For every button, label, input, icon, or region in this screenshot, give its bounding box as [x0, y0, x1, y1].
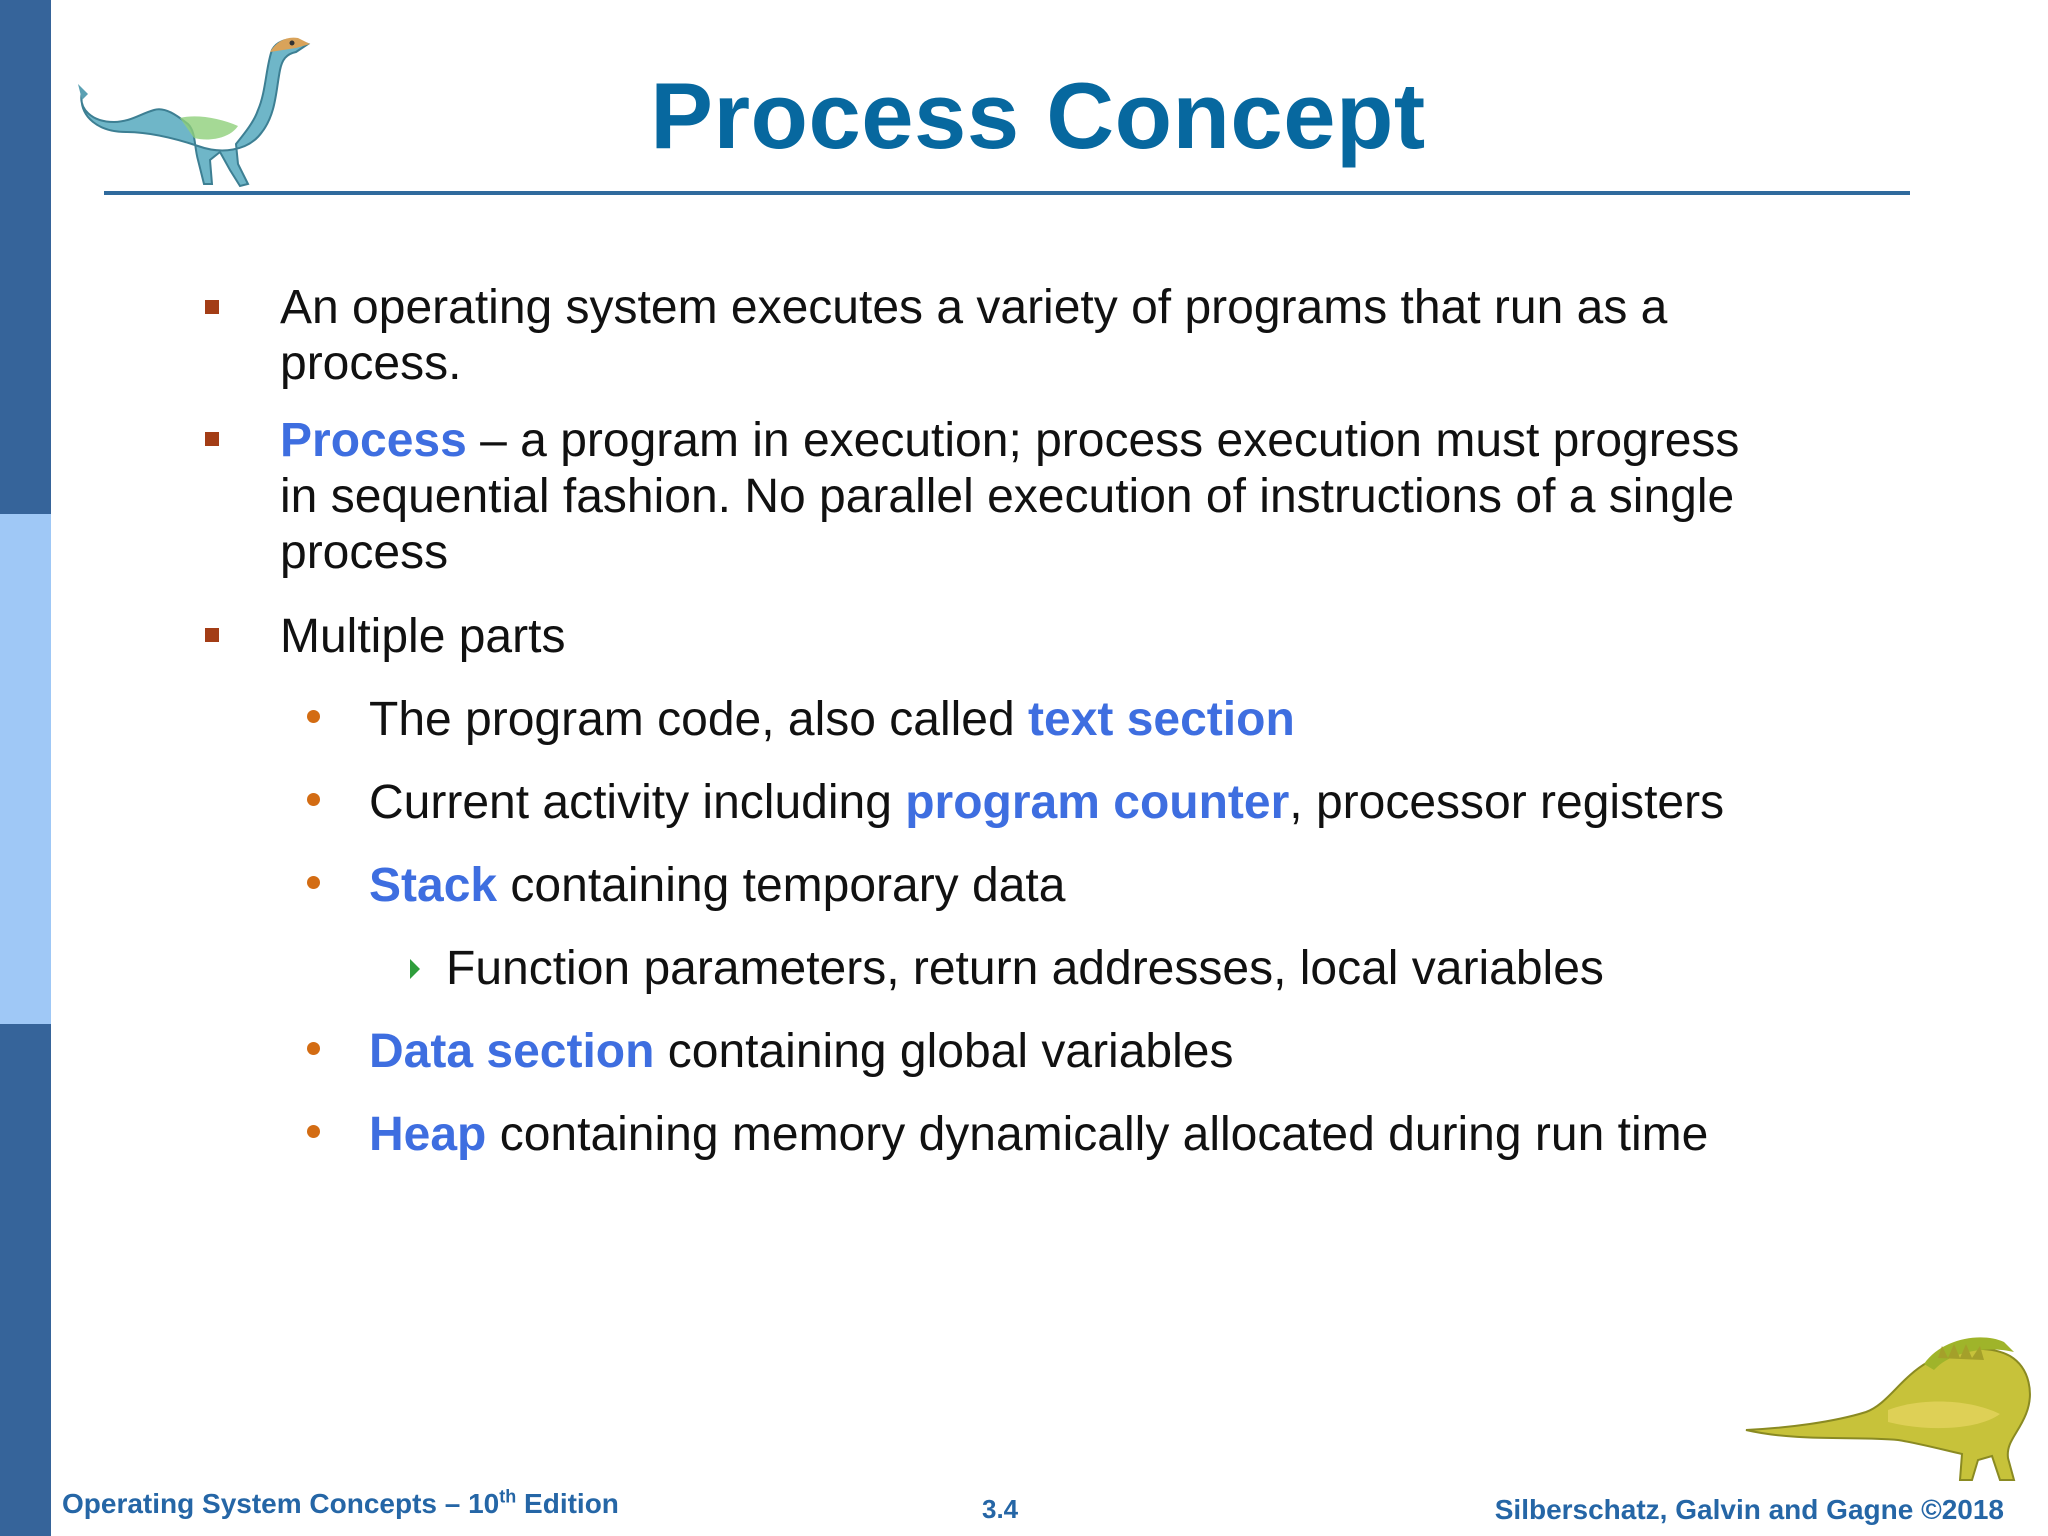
sub-bullet-text-section: The program code, also called text secti…: [369, 692, 1295, 748]
square-bullet: [205, 628, 219, 642]
keyword-program-counter: program counter: [905, 776, 1290, 829]
dot-bullet: [307, 710, 320, 723]
sub-bullet-text: The program code, also called: [369, 693, 1029, 746]
dot-bullet: [307, 1042, 320, 1055]
left-sidebar-band: [0, 0, 51, 1536]
keyword-heap: Heap: [369, 1108, 487, 1161]
sub-bullet-heap: Heap containing memory dynamically alloc…: [369, 1107, 1708, 1163]
square-bullet: [205, 432, 219, 446]
footer-title-superscript: th: [499, 1486, 517, 1507]
keyword-stack: Stack: [369, 859, 498, 912]
dinosaur-bottom-image: [1745, 1337, 2031, 1481]
footer-copyright: Silberschatz, Galvin and Gagne ©2018: [1494, 1494, 2004, 1525]
bullet-line: An operating system executes a variety o…: [280, 281, 1668, 334]
dot-bullet: [307, 1125, 320, 1138]
footer-title-text: Operating System Concepts – 10: [62, 1488, 500, 1519]
dinosaur-top-image: [78, 37, 311, 188]
bullet-line: in sequential fashion. No parallel execu…: [280, 470, 1735, 523]
slide-title: Process Concept: [650, 63, 1426, 168]
triangle-bullet: [410, 959, 420, 979]
sub-bullet-text: containing temporary data: [497, 859, 1066, 912]
sub-bullet-program-counter: Current activity including program count…: [369, 775, 1724, 831]
bullet-2: Process – a program in execution; proces…: [280, 413, 1739, 581]
keyword-process: Process: [280, 414, 467, 467]
footer-title-edition: Edition: [516, 1488, 619, 1519]
title-underline: [104, 191, 1910, 195]
footer-page-number: 3.4: [982, 1494, 1019, 1524]
sub-sub-bullet-stack-details: Function parameters, return addresses, l…: [446, 942, 1604, 995]
square-bullet: [205, 300, 219, 314]
bullet-line: Multiple parts: [280, 610, 566, 663]
bullet-text: – a program in execution; process execut…: [466, 414, 1740, 467]
bullet-line: process.: [280, 337, 462, 390]
bullet-1: An operating system executes a variety o…: [280, 280, 1667, 392]
sub-bullet-text: containing memory dynamically allocated …: [486, 1108, 1709, 1161]
bullet-line: process: [280, 526, 449, 579]
sub-bullet-text: containing global variables: [654, 1025, 1234, 1078]
sub-bullet-data-section: Data section containing global variables: [369, 1024, 1233, 1080]
bullet-3: Multiple parts: [280, 609, 565, 665]
sub-bullet-text: Current activity including: [369, 776, 906, 829]
dot-bullet: [307, 793, 320, 806]
sidebar-highlight-band: [0, 514, 51, 1024]
keyword-text-section: text section: [1028, 693, 1295, 746]
dot-bullet: [307, 876, 320, 889]
keyword-data-section: Data section: [369, 1025, 655, 1078]
footer-book-title: Operating System Concepts – 10th Edition: [62, 1488, 619, 1520]
sub-bullet-text: , processor registers: [1289, 776, 1725, 829]
sub-bullet-stack: Stack containing temporary data: [369, 858, 1065, 914]
